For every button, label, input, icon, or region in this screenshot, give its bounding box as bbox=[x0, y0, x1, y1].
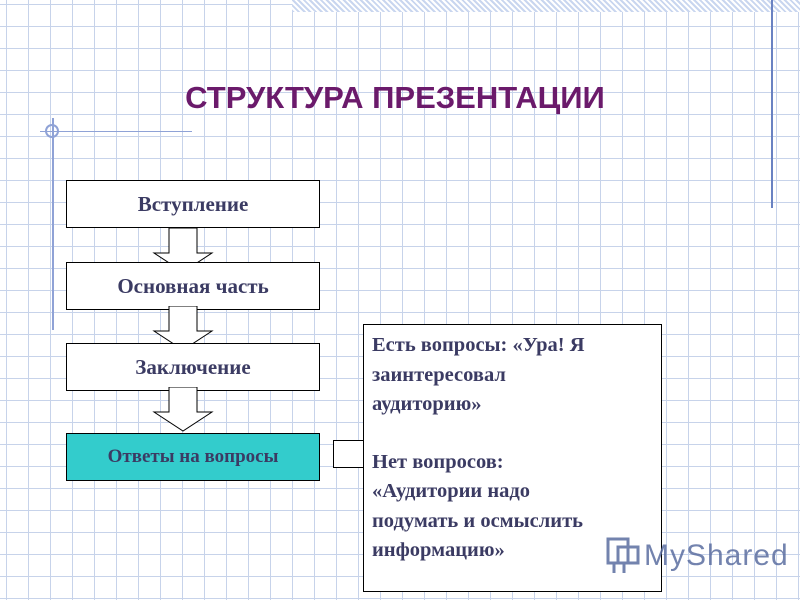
slide-title: СТРУКТУРА ПРЕЗЕНТАЦИИ bbox=[185, 80, 605, 115]
title-decor-circle bbox=[45, 124, 59, 138]
callout-line: Есть вопросы: «Ура! Я bbox=[372, 334, 585, 356]
down-arrow-icon bbox=[152, 306, 214, 351]
right-decor-line bbox=[771, 0, 773, 208]
left-decor-line bbox=[52, 118, 54, 330]
callout-line: заинтересовал bbox=[372, 363, 506, 386]
watermark-logo-icon bbox=[606, 537, 640, 573]
callout-line: информацию» bbox=[372, 539, 505, 561]
callout-line: «Аудитории надо bbox=[372, 480, 531, 502]
top-decor-band bbox=[292, 0, 800, 12]
questions-callout: Есть вопросы: «Ура! Я заинтересовал ауди… bbox=[363, 324, 662, 592]
step-intro: Вступление bbox=[66, 180, 320, 228]
step-main-part: Основная часть bbox=[66, 262, 320, 310]
callout-line: подумать и осмыслить bbox=[372, 509, 583, 532]
title-decor-line bbox=[40, 131, 192, 132]
down-arrow-icon bbox=[152, 387, 214, 432]
callout-line: аудиторию» bbox=[372, 393, 482, 415]
step-questions-answers: Ответы на вопросы bbox=[66, 433, 320, 481]
watermark-text: MyShared bbox=[644, 539, 789, 572]
watermark: MyShared bbox=[606, 536, 789, 576]
step-conclusion: Заключение bbox=[66, 343, 320, 391]
callout-line: Нет вопросов: bbox=[372, 450, 504, 473]
